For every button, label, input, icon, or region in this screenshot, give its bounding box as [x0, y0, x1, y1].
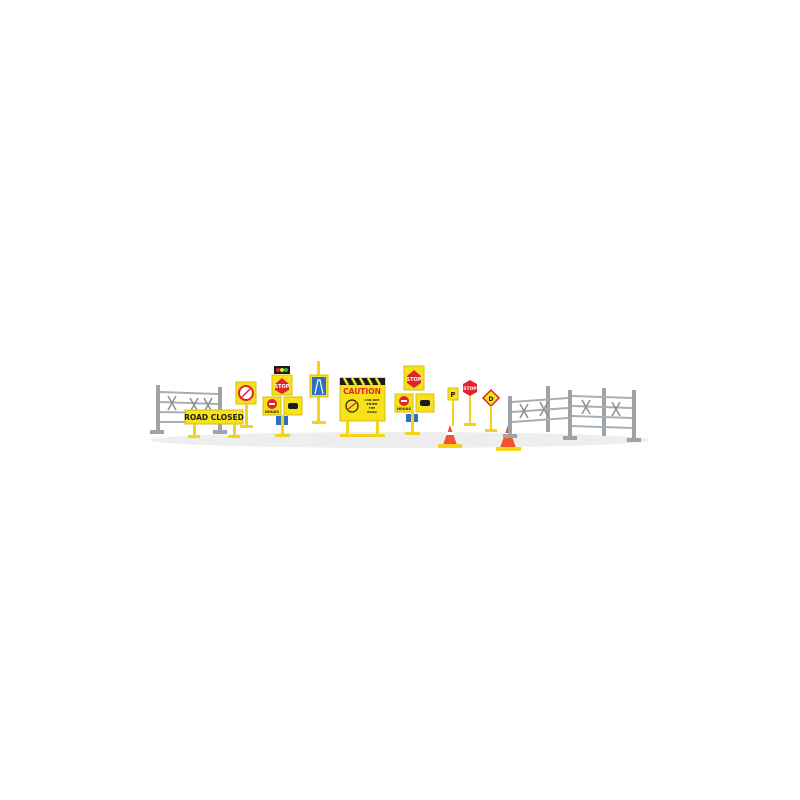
left-stop-label: STOP — [275, 384, 290, 390]
caution-line-4: ROAD — [367, 410, 377, 414]
diamond-icon: D — [489, 396, 494, 403]
caution-line-1: CAN NOT — [364, 398, 380, 402]
parking-icon: P — [450, 391, 455, 399]
right-stop-cluster: STOP NOUUS — [394, 365, 435, 435]
caution-label: CAUTION — [343, 387, 381, 396]
parking-sign: P — [447, 387, 459, 426]
right-stop-label: STOP — [407, 377, 422, 383]
small-stop-label: STOP — [463, 386, 477, 392]
road-closed-barrier: ROAD CLOSED — [184, 409, 244, 438]
caution-line-2: ENTER — [367, 402, 379, 406]
left-stop-cluster: STOP NOUUS — [262, 366, 303, 437]
caution-line-3: THE — [369, 406, 376, 410]
diamond-sign: D — [481, 388, 501, 432]
caution-board: CAUTION CAN NOT ENTER THE ROAD — [339, 377, 386, 437]
road-closed-label: ROAD CLOSED — [184, 413, 244, 422]
no-car-sign — [235, 381, 257, 428]
right-plate-label: NOUUS — [397, 407, 412, 411]
right-fence — [503, 386, 641, 442]
left-plate-label: NOUUS — [265, 410, 280, 414]
highway-sign — [309, 361, 329, 424]
small-stop-sign: STOP — [463, 380, 477, 426]
traffic-cone-left — [438, 425, 462, 448]
